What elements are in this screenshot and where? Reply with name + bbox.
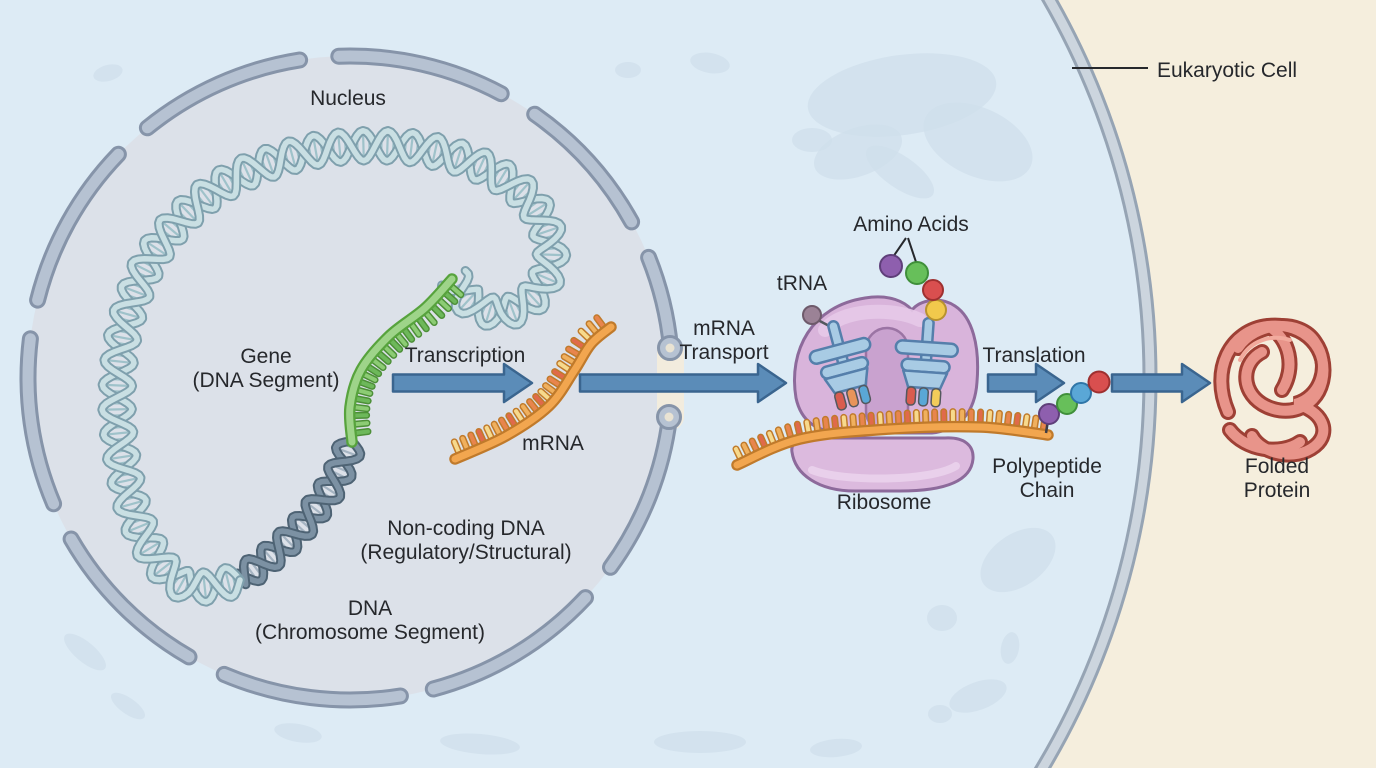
trna-right-tab-blue	[917, 387, 930, 407]
amino-acids-group	[879, 237, 944, 301]
nuclear-envelope	[19, 47, 679, 709]
translation-label: Translation	[982, 344, 1086, 368]
ribosome-structure	[790, 295, 980, 493]
process-arrows	[391, 362, 1212, 404]
polypeptide-bead-red	[1087, 370, 1111, 394]
organelle-silhouettes	[64, 52, 1056, 758]
dna-helix-noncoding-segment	[232, 436, 366, 590]
noncoding-dna-label: Non-coding DNA (Regulatory/Structural)	[360, 517, 571, 565]
nucleus-label: Nucleus	[310, 87, 386, 111]
ribosome-label: Ribosome	[836, 491, 932, 515]
mrna-transport-label: mRNA Transport	[679, 317, 768, 365]
amino-acids-label: Amino Acids	[853, 213, 969, 237]
trna-label: tRNA	[776, 272, 828, 296]
amino-acid-purple	[879, 254, 903, 278]
amino-pointer-line-1	[892, 237, 907, 258]
nuclear-pore	[656, 335, 683, 430]
mrna-label: mRNA	[522, 432, 584, 456]
polypeptide-chain-label: Polypeptide Chain	[992, 455, 1102, 503]
folded-label-line2: Protein	[1243, 479, 1311, 502]
eukaryotic-cell-label: Eukaryotic Cell	[1157, 59, 1298, 83]
trna-right-arm	[894, 339, 959, 358]
trna-molecules	[802, 299, 959, 411]
trna-left-arm	[808, 336, 872, 365]
mrna-transport-arrow	[578, 362, 788, 404]
amino-acid-red	[922, 279, 944, 301]
dna-label-line2: (Chromosome Segment)	[255, 621, 485, 644]
dna-double-helix	[97, 125, 572, 607]
pore-ring-top-hole	[665, 343, 675, 353]
gene-label: Gene (DNA Segment)	[192, 345, 339, 393]
amino-pointer-line-2	[907, 237, 917, 263]
transport-label-line1: mRNA	[693, 317, 755, 341]
gene-dna-strand	[343, 273, 465, 448]
nucleus-body	[19, 47, 684, 709]
trna-left-tab-blue	[858, 384, 872, 405]
trna-right-tab-red	[905, 386, 917, 406]
protein-export-arrow	[1110, 362, 1212, 404]
dna-label-line1: DNA	[347, 597, 393, 621]
transport-label-line2: Transport	[679, 341, 769, 364]
trna-left-bead	[802, 305, 822, 325]
trna-right	[894, 316, 959, 408]
trna-left-base	[823, 366, 869, 395]
folded-protein-graphic	[1213, 317, 1332, 463]
translation-arrow	[986, 362, 1066, 404]
ribosome-small-subunit	[790, 436, 975, 493]
polypeptide-bead-purple	[1038, 403, 1060, 425]
gene-label-line1: Gene	[240, 345, 292, 369]
folded-protein-label: Folded Protein	[1244, 455, 1311, 503]
noncoding-label-line1: Non-coding DNA	[387, 517, 545, 541]
ribosome-small-highlight	[808, 462, 960, 483]
pore-ring-bottom-hole	[664, 412, 674, 422]
folded-protein-highlight	[1238, 335, 1292, 362]
amino-acid-green	[905, 261, 929, 285]
dna-chromosome-label: DNA (Chromosome Segment)	[255, 597, 485, 645]
trna-right-base	[901, 369, 949, 391]
folded-label-line1: Folded	[1244, 455, 1310, 479]
polypeptide-chain	[1038, 370, 1111, 434]
nucleoplasm	[28, 56, 672, 700]
trna-left	[808, 320, 872, 411]
transcription-arrow	[391, 362, 534, 404]
transcription-label: Transcription	[404, 344, 526, 368]
mrna-strand-nucleus	[449, 314, 617, 465]
trna-left-tab-red	[833, 391, 848, 411]
polypeptide-label-line2: Chain	[1019, 479, 1075, 502]
amino-acid-yellow	[925, 299, 947, 321]
noncoding-label-line2: (Regulatory/Structural)	[360, 541, 572, 564]
trna-left-tab-orange	[846, 388, 860, 408]
trna-right-tab-yellow	[930, 388, 942, 408]
mrna-strand-ribosome	[731, 408, 1054, 471]
polypeptide-label-line1: Polypeptide	[992, 455, 1102, 479]
polypeptide-bead-blue	[1070, 382, 1092, 404]
gene-label-line2: (DNA Segment)	[192, 369, 340, 392]
